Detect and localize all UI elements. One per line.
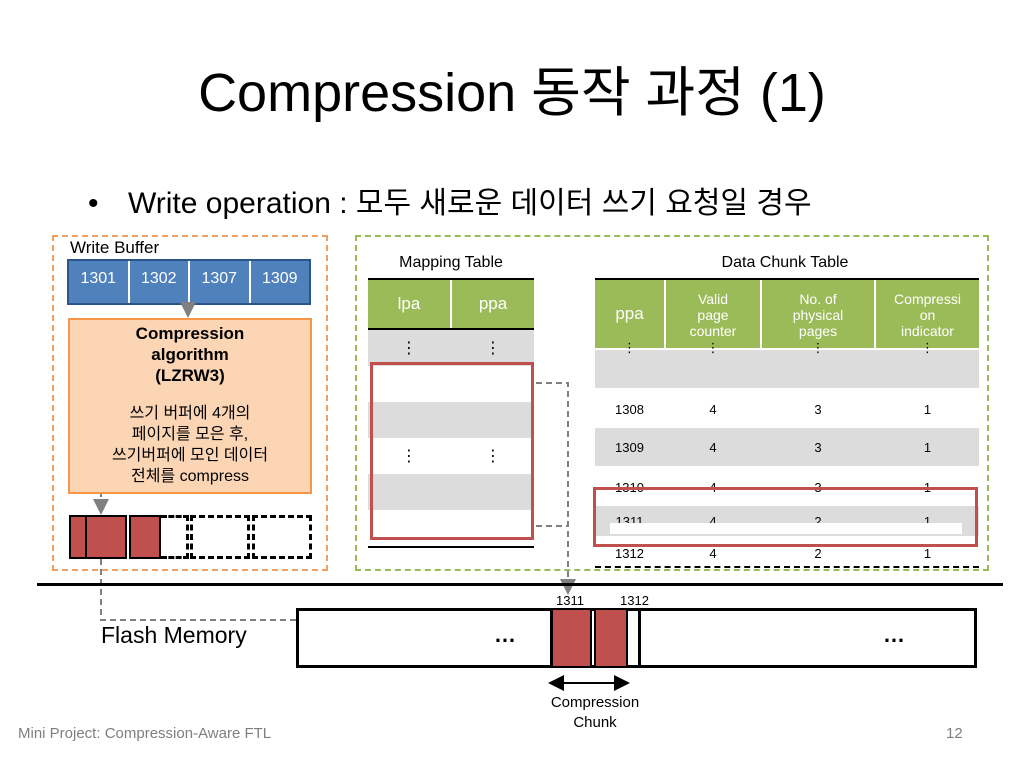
page-number: 12 bbox=[946, 725, 963, 742]
mapping-row-gray-1 bbox=[368, 330, 534, 366]
dct-h2-line-1: Valid bbox=[697, 291, 729, 307]
bullet-dot: • bbox=[88, 187, 99, 220]
buffer-page-1309: 1309 bbox=[250, 261, 309, 303]
mapping-highlight-box bbox=[370, 362, 534, 540]
mapping-ellipsis-lpa-2: ⋮ bbox=[401, 448, 417, 465]
dct-header-compression-indicator: Compressi on indicator bbox=[876, 284, 979, 346]
compressed-page-slot-1 bbox=[69, 515, 127, 559]
slide-title: Compression 동작 과정 (1) bbox=[198, 63, 826, 123]
dct-overlay-bar-2 bbox=[610, 523, 962, 534]
empty-slot-3 bbox=[252, 515, 312, 559]
mapping-header-lpa: lpa bbox=[397, 294, 421, 313]
empty-slot-1 bbox=[161, 515, 189, 559]
flash-dots-left: … bbox=[494, 622, 516, 647]
mapping-row-gray-2 bbox=[368, 402, 534, 438]
mapping-ellipsis-ppa-1: ⋮ bbox=[485, 340, 501, 357]
compression-desc-2: 페이지를 모은 후, bbox=[131, 426, 249, 443]
mapping-header-divider bbox=[450, 280, 452, 328]
write-buffer-label: Write Buffer bbox=[70, 238, 160, 257]
dct-header-physical-pages: No. of physical pages bbox=[762, 284, 874, 346]
write-buffer-region bbox=[52, 235, 328, 571]
compression-desc-1: 쓰기 버퍼에 4개의 bbox=[129, 405, 251, 422]
dct-h2-line-2: page bbox=[697, 307, 729, 323]
dct-row4-valid: 4 bbox=[709, 513, 717, 529]
dct-overlay-bar-1 bbox=[610, 494, 962, 504]
flash-memory-label: Flash Memory bbox=[101, 622, 247, 648]
dct-header-valid-page-counter: Valid page counter bbox=[666, 284, 760, 346]
dct-row5-indicator: 1 bbox=[923, 545, 932, 561]
dct-h3-line-2: physical bbox=[792, 307, 844, 323]
flash-page-1311 bbox=[550, 610, 592, 666]
dct-row1-valid: 4 bbox=[709, 401, 717, 417]
flash-addr-1312: 1312 bbox=[620, 593, 649, 608]
bullet-text: Write operation : 모두 새로운 데이터 쓰기 요청일 경우 bbox=[128, 187, 812, 220]
dct-header-ppa: ppa bbox=[615, 304, 644, 323]
mapping-ellipsis-ppa-2: ⋮ bbox=[485, 448, 501, 465]
dct-ellipsis-1: ⋮ bbox=[623, 340, 636, 355]
compressed-page-slot-2 bbox=[129, 515, 161, 559]
flash-memory-bar bbox=[296, 608, 977, 668]
dct-row-gray-1 bbox=[595, 350, 979, 388]
compression-desc-4: 전체를 compress bbox=[131, 468, 249, 485]
dct-row5-valid: 4 bbox=[709, 545, 717, 561]
mapping-table-bottom-rule bbox=[368, 546, 534, 548]
dct-ellipsis-4: ⋮ bbox=[921, 340, 934, 355]
dct-h2-line-3: counter bbox=[689, 323, 737, 339]
mapping-table-title: Mapping Table bbox=[399, 254, 503, 271]
dct-h4-line-3: indicator bbox=[901, 323, 954, 339]
data-chunk-table-title: Data Chunk Table bbox=[721, 254, 849, 271]
compression-line-1: Compression bbox=[135, 324, 245, 343]
dct-ellipsis-2: ⋮ bbox=[706, 340, 720, 355]
dct-header-divider-2 bbox=[760, 280, 762, 348]
buffer-page-1302: 1302 bbox=[129, 261, 190, 303]
chunk-label-line-2: Chunk bbox=[573, 714, 617, 731]
empty-slot-2 bbox=[190, 515, 250, 559]
flash-page-1312 bbox=[594, 610, 628, 666]
compressed-page-divider bbox=[85, 515, 87, 559]
dct-row4-indicator: 1 bbox=[923, 513, 932, 529]
dct-row-gray-2 bbox=[595, 428, 979, 466]
footer-title: Mini Project: Compression-Aware FTL bbox=[18, 725, 272, 742]
dct-row2-valid: 4 bbox=[709, 439, 717, 455]
mapping-header-ppa: ppa bbox=[478, 294, 508, 313]
dct-row4-physical: 2 bbox=[814, 513, 822, 529]
flash-chunk-end bbox=[638, 610, 641, 666]
compression-line-3: (LZRW3) bbox=[155, 366, 225, 385]
buffer-page-1307: 1307 bbox=[190, 261, 251, 303]
dct-ellipsis-3: ⋮ bbox=[811, 340, 825, 355]
flash-dots-right: … bbox=[883, 622, 905, 647]
dct-top-rule bbox=[595, 278, 979, 280]
compression-line-2: algorithm bbox=[151, 345, 229, 364]
dct-row5-ppa: 1312 bbox=[615, 545, 644, 561]
buffer-page-1301: 1301 bbox=[69, 261, 130, 303]
mapping-ellipsis-lpa-1: ⋮ bbox=[401, 340, 417, 357]
compression-algorithm-box: Compression algorithm (LZRW3) 쓰기 버퍼에 4개의… bbox=[68, 318, 312, 494]
mapping-table-top-rule bbox=[368, 278, 534, 280]
mapping-row-gray-3 bbox=[368, 474, 534, 510]
dct-highlight-box bbox=[593, 487, 978, 547]
dct-row1-ppa: 1308 bbox=[615, 401, 644, 417]
mapping-region bbox=[355, 235, 989, 571]
dct-row1-indicator: 1 bbox=[923, 401, 932, 417]
chunk-label-line-1: Compression bbox=[550, 694, 640, 711]
dct-h3-line-3: pages bbox=[798, 323, 838, 339]
dct-h4-line-1: Compressi bbox=[894, 291, 961, 307]
dct-header bbox=[595, 280, 979, 348]
dct-header-divider-1 bbox=[664, 280, 666, 348]
mapping-header-rule bbox=[368, 328, 534, 330]
dct-row2-physical: 3 bbox=[814, 439, 822, 455]
dct-h4-line-2: on bbox=[919, 307, 936, 323]
dct-header-divider-3 bbox=[874, 280, 876, 348]
dct-bottom-dashes bbox=[595, 566, 979, 568]
dct-row2-indicator: 1 bbox=[923, 439, 932, 455]
flash-separator bbox=[37, 583, 1003, 586]
dct-row1-physical: 3 bbox=[814, 401, 822, 417]
compression-desc-3: 쓰기버퍼에 모인 데이터 bbox=[111, 447, 269, 464]
flash-addr-1311: 1311 bbox=[556, 593, 584, 608]
compression-chunk-label: Compression Chunk bbox=[535, 693, 655, 733]
dct-h3-line-1: No. of bbox=[799, 291, 837, 307]
dct-row5-physical: 2 bbox=[814, 545, 822, 561]
dct-row2-ppa: 1309 bbox=[615, 439, 644, 455]
